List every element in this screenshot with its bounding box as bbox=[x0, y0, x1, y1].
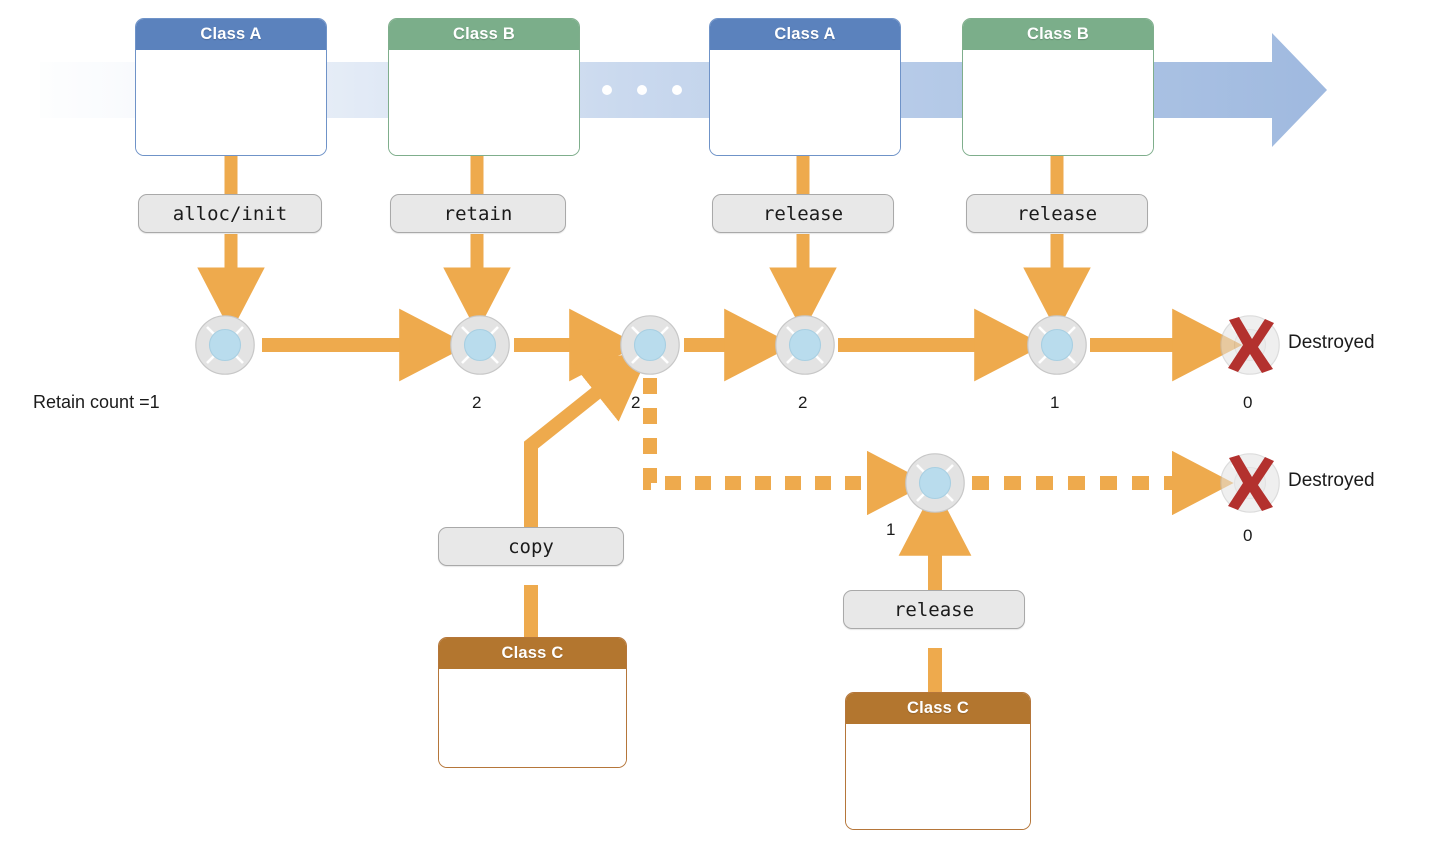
method-pill-release-copy-label: release bbox=[893, 598, 975, 621]
class-box-c-1-body bbox=[439, 669, 626, 767]
method-pill-retain-label: retain bbox=[443, 202, 513, 225]
class-box-a-2-title: Class A bbox=[710, 19, 900, 50]
retain-count-label-5: 1 bbox=[1050, 393, 1060, 412]
destroyed-x-icon bbox=[1228, 317, 1274, 373]
retain-count-label-3: 2 bbox=[631, 393, 641, 412]
method-pill-release-copy[interactable]: release bbox=[843, 590, 1025, 629]
method-pill-release-1-label: release bbox=[762, 202, 844, 225]
method-pill-release-1[interactable]: release bbox=[712, 194, 894, 233]
ellipsis-dot bbox=[637, 85, 647, 95]
retain-count-label-4: 2 bbox=[798, 393, 808, 412]
retain-count-label-copy-2: 0 bbox=[1243, 526, 1253, 545]
retain-ring-1[interactable] bbox=[194, 314, 256, 376]
class-box-c-2-title: Class C bbox=[846, 693, 1030, 724]
class-box-a-1-title: Class A bbox=[136, 19, 326, 50]
vertical-connectors bbox=[197, 152, 1091, 333]
class-box-b-1-title: Class B bbox=[389, 19, 579, 50]
retain-ring-5[interactable] bbox=[1026, 314, 1088, 376]
ellipsis-dot bbox=[672, 85, 682, 95]
destroyed-x-icon bbox=[1228, 455, 1274, 511]
method-pill-alloc-init-label: alloc/init bbox=[172, 202, 288, 225]
method-pill-release-2[interactable]: release bbox=[966, 194, 1148, 233]
class-box-a-2-body bbox=[710, 50, 900, 155]
method-pill-alloc-init[interactable]: alloc/init bbox=[138, 194, 322, 233]
retain-count-label-2: 2 bbox=[472, 393, 482, 412]
class-box-c-2-body bbox=[846, 724, 1030, 829]
destroyed-label-secondary: Destroyed bbox=[1288, 470, 1375, 491]
retain-ring-copy-1[interactable] bbox=[904, 452, 966, 514]
class-box-b-2[interactable]: Class B bbox=[962, 18, 1154, 156]
retain-count-legend: Retain count =1 bbox=[33, 392, 160, 413]
method-pill-release-2-label: release bbox=[1016, 202, 1098, 225]
class-box-b-1-body bbox=[389, 50, 579, 155]
class-box-b-2-body bbox=[963, 50, 1153, 155]
retain-ring-4[interactable] bbox=[774, 314, 836, 376]
destroyed-label-primary: Destroyed bbox=[1288, 332, 1375, 353]
copy-object-dashed-path bbox=[643, 378, 929, 516]
class-box-a-2[interactable]: Class A bbox=[709, 18, 901, 156]
retain-count-legend-prefix: Retain count = bbox=[33, 392, 150, 412]
method-pill-retain[interactable]: retain bbox=[390, 194, 566, 233]
class-box-b-1[interactable]: Class B bbox=[388, 18, 580, 156]
retain-ring-3[interactable] bbox=[619, 314, 681, 376]
retain-count-label-6: 0 bbox=[1243, 393, 1253, 412]
method-pill-copy[interactable]: copy bbox=[438, 527, 624, 566]
ellipsis-dot bbox=[602, 85, 612, 95]
retain-count-label-copy-1: 1 bbox=[886, 520, 896, 539]
class-box-a-1[interactable]: Class A bbox=[135, 18, 327, 156]
copy-branch-arrow bbox=[524, 349, 651, 640]
retain-ring-2[interactable] bbox=[449, 314, 511, 376]
class-box-a-1-body bbox=[136, 50, 326, 155]
method-pill-copy-label: copy bbox=[508, 535, 554, 558]
retain-count-legend-value: 1 bbox=[149, 392, 160, 412]
destroyed-ring-primary[interactable] bbox=[1219, 314, 1281, 376]
destroyed-ring-secondary[interactable] bbox=[1219, 452, 1281, 514]
class-box-c-1[interactable]: Class C bbox=[438, 637, 627, 768]
class-box-c-2[interactable]: Class C bbox=[845, 692, 1031, 830]
class-box-b-2-title: Class B bbox=[963, 19, 1153, 50]
timeline-arrow bbox=[40, 33, 1327, 147]
class-box-c-1-title: Class C bbox=[439, 638, 626, 669]
